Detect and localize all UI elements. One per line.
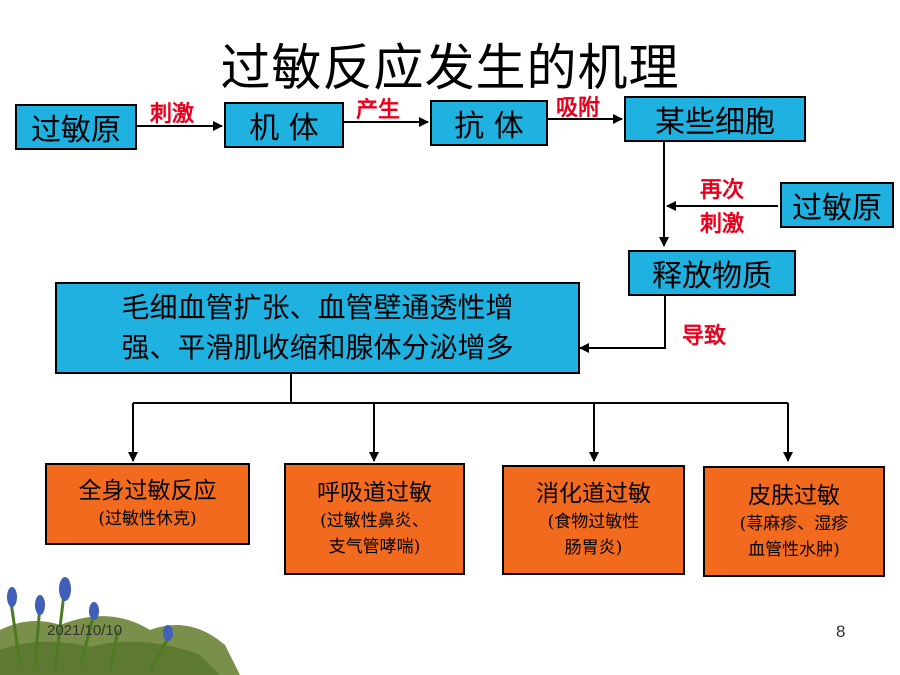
outcome-systemic: 全身过敏反应 (过敏性休克) — [45, 463, 250, 545]
node-cells: 某些细胞 — [624, 96, 806, 142]
node-allergen-again: 过敏原 — [780, 182, 894, 228]
outcome-title: 消化道过敏 — [536, 481, 651, 507]
outcome-title: 呼吸道过敏 — [317, 480, 432, 506]
footer-date: 2021/10/10 — [47, 622, 123, 639]
label-adsorb: 吸附 — [556, 95, 601, 121]
slide-title: 过敏反应发生的机理 — [220, 39, 680, 97]
node-antibody: 抗 体 — [430, 100, 548, 146]
grass-decoration — [0, 577, 240, 675]
label-produce: 产生 — [356, 97, 401, 123]
outcome-sub: (荨麻疹、湿疹 — [739, 513, 849, 534]
outcome-respiratory: 呼吸道过敏 (过敏性鼻炎、 支气管哮喘) — [284, 463, 465, 575]
node-body: 机 体 — [224, 102, 344, 148]
outcome-title: 皮肤过敏 — [748, 482, 840, 509]
outcome-sub: (过敏性鼻炎、 — [320, 511, 429, 531]
label-cause: 导致 — [682, 323, 727, 349]
page-number: 8 — [836, 622, 846, 641]
outcome-digestive: 消化道过敏 (食物过敏性 肠胃炎) — [502, 465, 685, 575]
outcome-sub: (食物过敏性 — [547, 512, 640, 532]
outcome-sub: (过敏性休克) — [98, 509, 197, 529]
node-allergen: 过敏原 — [15, 104, 137, 150]
arrow-release-to-effects — [579, 296, 666, 353]
outcome-skin: 皮肤过敏 (荨麻疹、湿疹 血管性水肿) — [703, 466, 885, 577]
label-again: 再次 — [700, 177, 745, 203]
outcome-sub: 肠胃炎) — [564, 538, 623, 558]
outcome-title: 全身过敏反应 — [78, 478, 217, 504]
node-release: 释放物质 — [628, 250, 796, 296]
label-stimulate: 刺激 — [150, 101, 195, 127]
node-effects: 毛细血管扩张、血管壁通透性增 强、平滑肌收缩和腺体分泌增多 — [55, 282, 580, 374]
outcome-sub: 血管性水肿) — [748, 539, 840, 560]
effects-line-1: 毛细血管扩张、血管壁通透性增 — [121, 291, 514, 324]
label-stimulate-again: 刺激 — [700, 211, 745, 237]
outcome-sub: 支气管哮喘) — [328, 537, 421, 557]
effects-line-2: 强、平滑肌收缩和腺体分泌增多 — [121, 331, 514, 364]
